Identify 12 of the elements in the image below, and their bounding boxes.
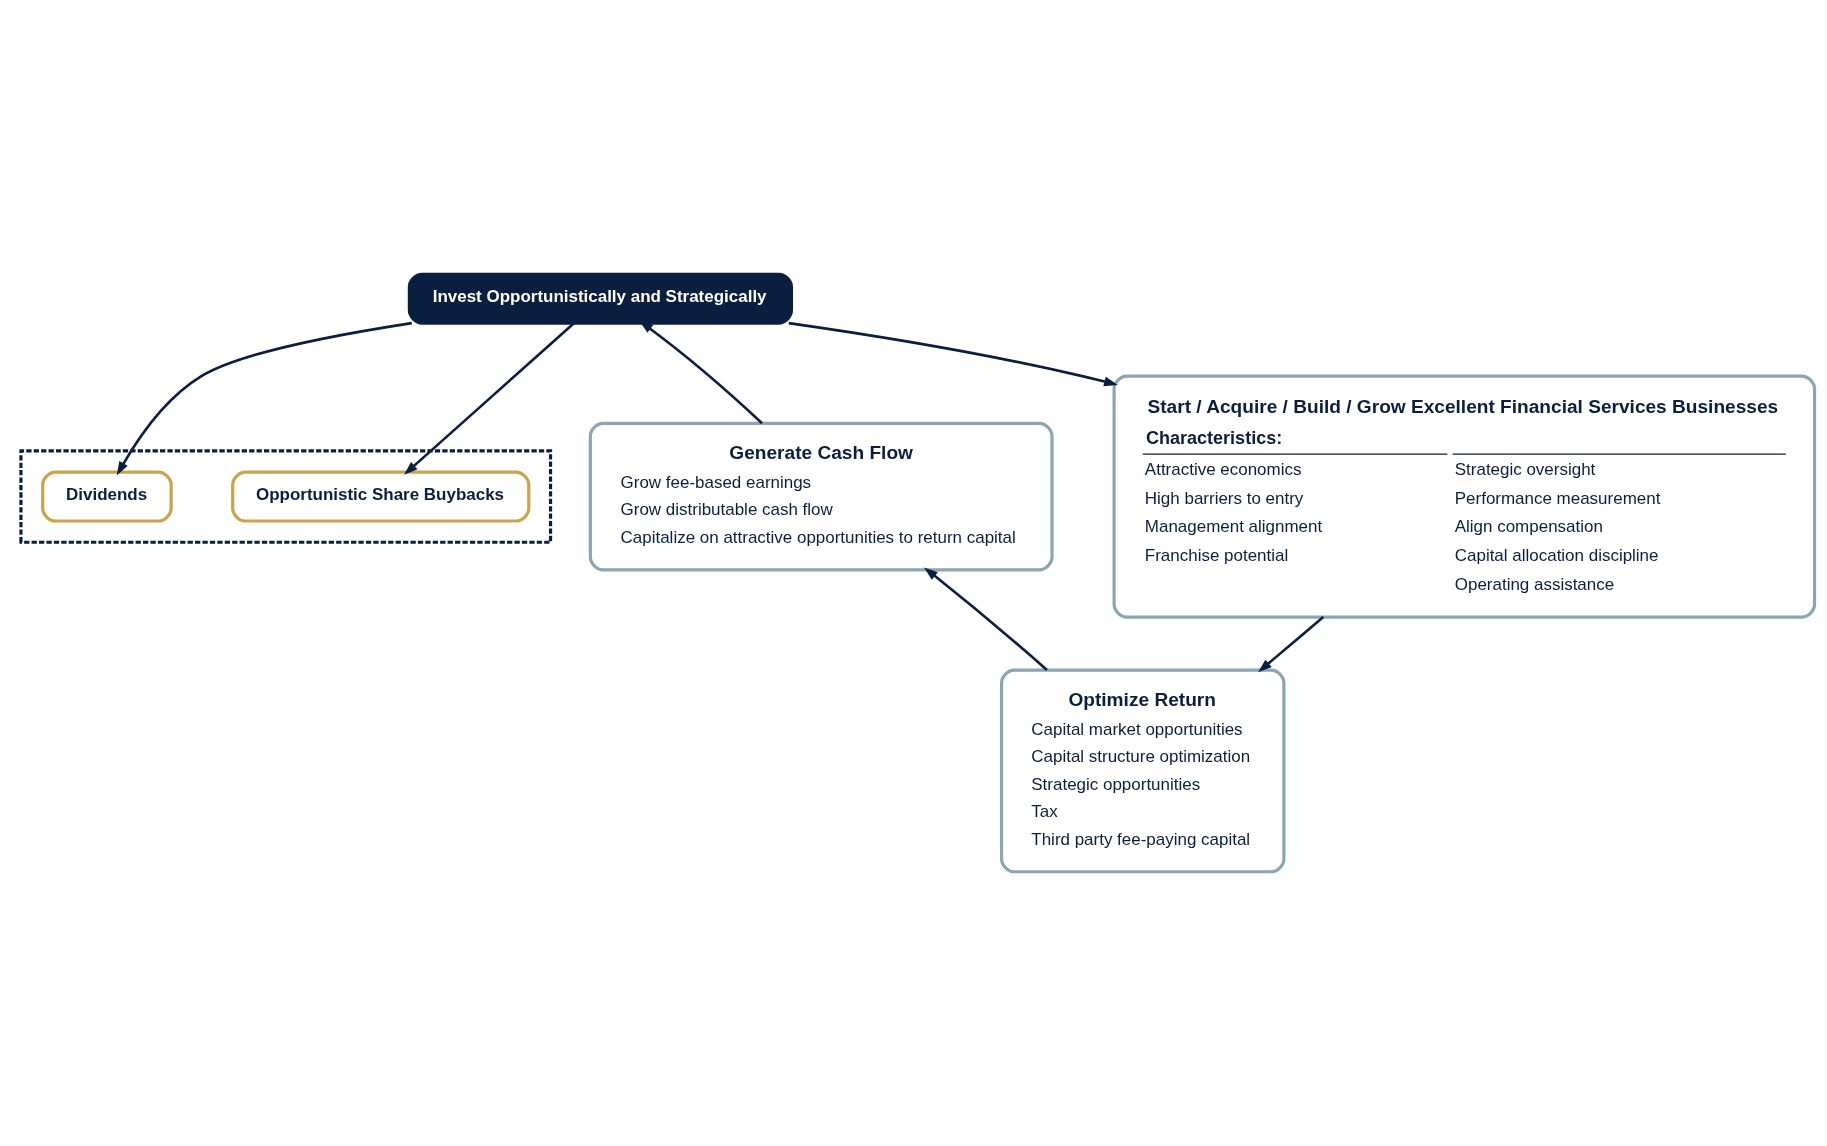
node-box: Opportunistic Share Buybacks (231, 470, 531, 523)
node-box: Optimize Return Capital market opportunities Capital structure optimization Strategic opportunities Tax Third party fee-paying capital (1000, 668, 1286, 874)
node-box: Invest Opportunistically and Strategically (407, 272, 794, 325)
arrow (924, 567, 1048, 671)
node-box: Generate Cash Flow Grow fee-based earnings Grow distributable cash flow Capitalize on attractive opportunities to return capital (588, 421, 1054, 572)
arrow (788, 321, 1118, 387)
cluster (19, 449, 553, 544)
arrow (404, 322, 575, 475)
node-box: Dividends (41, 470, 173, 523)
arrow (1258, 616, 1325, 673)
arrow (116, 321, 412, 476)
node-box: Start / Acquire / Build / Grow Excellent Financial Services Businesses Characteristics: Attractive economics Strategic oversight High barriers to entry Performance measurement Management alignment Align compensation Franchise potential Capital allocation discipline Operating assistance (1112, 374, 1817, 619)
